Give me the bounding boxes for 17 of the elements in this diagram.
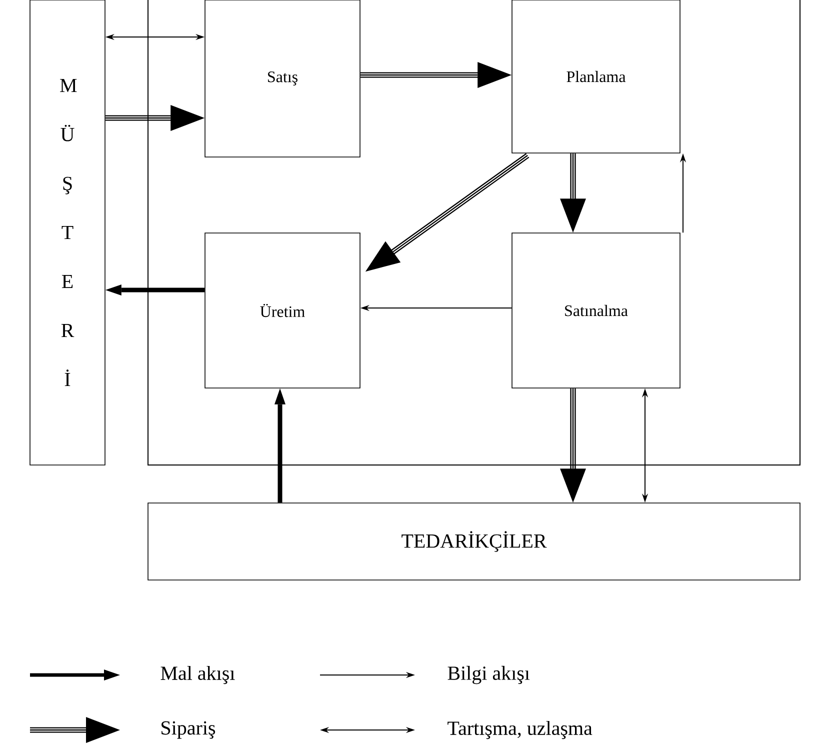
legend-text: Bilgi akışı	[448, 666, 530, 684]
legend-text: Mal akışı	[160, 666, 235, 684]
order-arrow	[360, 62, 512, 88]
order-arrow	[560, 153, 586, 233]
process-box: Satış	[204, 0, 360, 158]
process-box: Üretim	[204, 232, 360, 388]
order-arrow	[560, 388, 586, 503]
order-arrow	[105, 105, 205, 131]
legend-text: Sipariş	[162, 721, 216, 739]
customer-box: M Ü Ş T E R İ	[30, 0, 106, 466]
goods-arrow	[105, 284, 205, 296]
legend-text: Tartışma, uzlaşma	[448, 720, 592, 740]
process-box: Planlama	[512, 0, 680, 154]
supplier-box: TEDARİKÇİLER	[148, 502, 800, 580]
goods-arrow	[274, 388, 286, 503]
process-box: Satınalma	[512, 232, 680, 388]
order-arrow	[365, 153, 530, 272]
